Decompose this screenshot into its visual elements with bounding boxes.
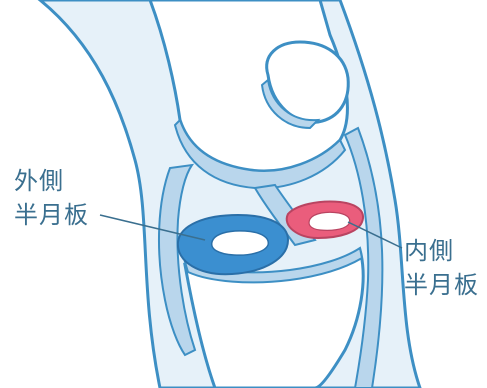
medial-meniscus-label: 内側 半月板	[404, 234, 479, 302]
lateral-meniscus-label-line1: 外側	[14, 164, 89, 198]
medial-meniscus-label-line1: 内側	[404, 234, 479, 268]
medial-meniscus-label-line2: 半月板	[404, 268, 479, 302]
lateral-meniscus-label-line2: 半月板	[14, 198, 89, 232]
lateral-meniscus-inner	[212, 231, 269, 255]
medial-meniscus-inner	[309, 212, 350, 230]
lateral-meniscus-label: 外側 半月板	[14, 164, 89, 232]
